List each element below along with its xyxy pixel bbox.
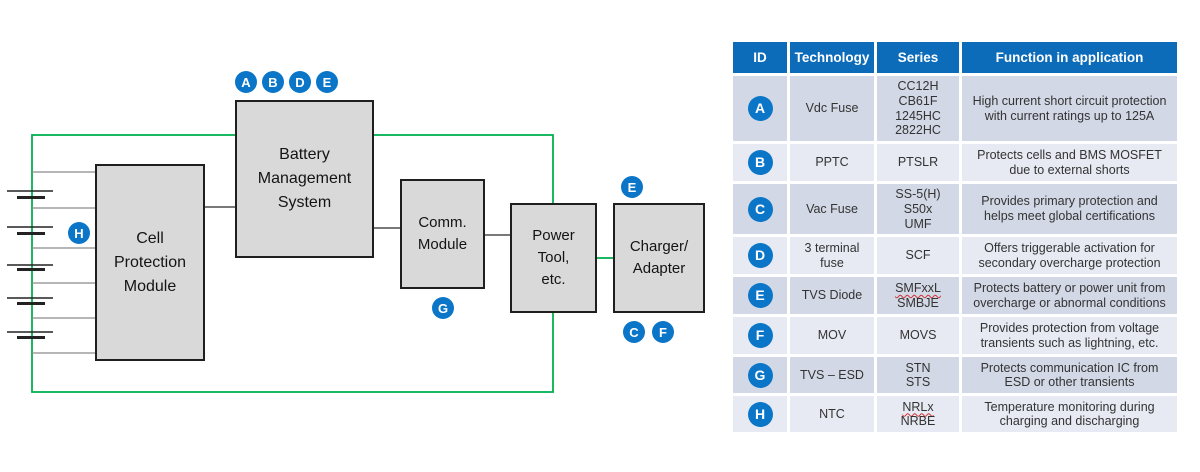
row-id-badge: G [747, 362, 773, 388]
cell-id: B [733, 144, 787, 181]
series-part-number: CB61F [898, 93, 938, 108]
protection-spec-table: ID Technology Series Function in applica… [730, 39, 1180, 435]
cell-function: High current short circuit protection wi… [962, 76, 1177, 141]
badge-f-charger: F [652, 321, 674, 343]
box-power-tool: Power Tool, etc. [510, 203, 597, 313]
series-part-number: 1245HC [895, 108, 941, 123]
cell-id: E [733, 277, 787, 315]
series-part-number: SS-5(H) [895, 187, 941, 201]
cell-id: G [733, 357, 787, 394]
cell-function: Provides protection from voltage transie… [962, 317, 1177, 355]
cell-id: D [733, 237, 787, 275]
series-part-number: MOVS [899, 328, 937, 343]
series-part-number: STN [905, 360, 931, 375]
box-label: Comm. Module [417, 214, 468, 253]
cell-id: C [733, 184, 787, 235]
cell-function: Protects communication IC from ESD or ot… [962, 357, 1177, 394]
table-row: B PPTC PTSLR Protects cells and BMS MOSFET … [733, 144, 1177, 181]
badge-b-bms: B [262, 71, 284, 93]
series-part-number: NRBE [900, 414, 936, 429]
table-row: D 3 terminal fuse SCF Offers triggerable ac… [733, 237, 1177, 275]
cell-id: H [733, 396, 787, 433]
badge-h-cells: H [68, 222, 90, 244]
series-part-number: PTSLR [897, 155, 939, 170]
cell-series: MOVS [877, 317, 959, 355]
col-header-technology: Technology [790, 42, 874, 73]
row-id-badge: B [747, 150, 773, 175]
cell-technology: TVS – ESD [790, 357, 874, 394]
badge-a-bms: A [235, 71, 257, 93]
col-header-function: Function in application [962, 42, 1177, 73]
cell-technology: Vdc Fuse [790, 76, 874, 141]
cell-function: Provides primary protection and helps me… [962, 184, 1177, 235]
row-id-badge: C [747, 196, 773, 222]
cell-technology: NTC [790, 396, 874, 433]
row-id-badge: A [747, 96, 773, 121]
series-part-number: S50x [903, 201, 933, 216]
cell-technology: 3 terminal fuse [790, 237, 874, 275]
battery-cells-symbol [7, 190, 53, 339]
series-part-number: SCF [905, 248, 931, 263]
cell-function: Temperature monitoring during charging a… [962, 396, 1177, 433]
series-part-number: UMF [904, 216, 932, 231]
badge-e-charger: E [621, 176, 643, 198]
badge-c-charger: C [623, 321, 645, 343]
row-id-badge: E [747, 283, 773, 309]
battery-pack-protection-diagram: Cell Protection Module Battery Managemen… [7, 71, 705, 393]
row-id-badge: H [747, 401, 773, 427]
module-wires [205, 206, 510, 236]
col-header-series: Series [877, 42, 959, 73]
cell-technology: Vac Fuse [790, 184, 874, 235]
cell-function: Protects battery or power unit from over… [962, 277, 1177, 315]
cell-tap-wires [32, 171, 95, 354]
series-part-number: SMBJE [897, 295, 939, 310]
cell-technology: MOV [790, 317, 874, 355]
box-label: Power Tool, etc. [532, 227, 575, 288]
box-label: Battery Management System [257, 146, 352, 211]
cell-function: Offers triggerable activation for second… [962, 237, 1177, 275]
row-id-badge: D [747, 243, 773, 269]
badge-d-bms: D [289, 71, 311, 93]
cell-function: Protects cells and BMS MOSFET due to ext… [962, 144, 1177, 181]
cell-technology: PPTC [790, 144, 874, 181]
row-id-badge: F [747, 323, 773, 349]
badge-g-comm: G [432, 297, 454, 319]
series-part-number: 2822HC [895, 123, 941, 138]
table-header-row: ID Technology Series Function in applica… [733, 42, 1177, 73]
series-part-number: CC12H [897, 79, 939, 93]
col-header-id: ID [733, 42, 787, 73]
series-part-number: SMFxxL [895, 281, 941, 295]
table-row: F MOV MOVS Provides protection from voltage… [733, 317, 1177, 355]
series-part-number: NRLx [902, 399, 934, 414]
cell-id: F [733, 317, 787, 355]
series-part-number: STS [905, 375, 931, 390]
cell-id: A [733, 76, 787, 141]
box-label: Charger/ Adapter [629, 238, 689, 277]
badge-e-bms: E [316, 71, 338, 93]
box-label: Cell Protection Module [113, 229, 187, 295]
box-comm-module: Comm. Module [400, 179, 485, 289]
box-charger-adapter: Charger/ Adapter [613, 203, 705, 313]
cell-technology: TVS Diode [790, 277, 874, 315]
cell-series: PTSLR [877, 144, 959, 181]
box-cell-protection-module: Cell Protection Module [95, 164, 205, 361]
cell-series: SCF [877, 237, 959, 275]
box-battery-management-system: Battery Management System [235, 100, 374, 258]
